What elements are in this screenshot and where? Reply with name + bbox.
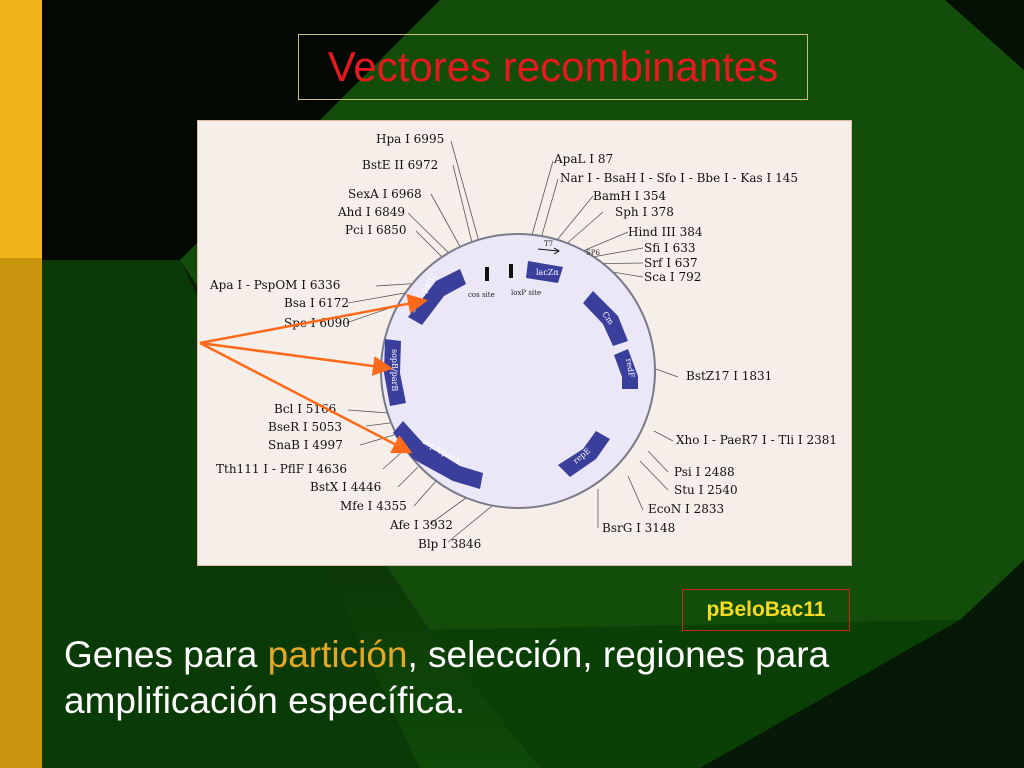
left-restriction-labels: Hpa I 6995 BstE II 6972 SexA I 6968 Ahd … [209, 132, 481, 551]
title-box: Vectores recombinantes [298, 34, 808, 100]
body-text-part: amplificación específica. [64, 680, 466, 721]
gene-repe-block [558, 431, 610, 477]
site-label-left: SexA I 6968 [348, 187, 422, 201]
site-label-left: Blp I 3846 [418, 537, 481, 551]
site-label-right: ApaL I 87 [553, 152, 613, 166]
arrow-to-sopa [199, 341, 413, 454]
site-label-left: SnaB I 4997 [268, 438, 343, 452]
site-label-right: Psi I 2488 [674, 465, 735, 479]
site-label-right: Nar I - BsaH I - Sfo I - Bbe I - Kas I 1… [560, 171, 798, 185]
gene-label-lacz: lacZα [536, 268, 559, 277]
site-label-right: Hind III 384 [628, 225, 703, 239]
site-label-right: Sph I 378 [615, 205, 674, 219]
site-label-right: Srf I 637 [644, 256, 698, 270]
site-label-left: Pci I 6850 [345, 223, 407, 237]
gene-sopb-block [384, 339, 406, 406]
gene-label-sopb: sopB/parB [390, 349, 399, 391]
slide-title: Vectores recombinantes [327, 43, 779, 90]
site-label-left: Spe I 6090 [284, 316, 350, 330]
cos-site-label: cos site [468, 291, 495, 299]
figure-caption: pBeloBac11 [706, 598, 826, 621]
site-label-right: Xho I - PaeR7 I - Tli I 2381 [676, 433, 837, 447]
gene-cm-block [583, 291, 628, 346]
arrow-to-sopc [199, 293, 428, 345]
site-label-right: Stu I 2540 [674, 483, 738, 497]
plasmid-map-svg: lacZα Cm redF repE sopA/parA sopB/parB s… [199, 132, 837, 551]
body-text-part: , selección, regiones para [407, 634, 830, 675]
site-label-right: Sca I 792 [644, 270, 701, 284]
site-label-left: Tth111 I - PflF I 4636 [216, 462, 347, 476]
t7-label: T7 [544, 240, 553, 248]
body-text: Genes para partición, selección, regione… [64, 632, 964, 724]
site-label-right: Sfi I 633 [644, 241, 696, 255]
gene-redf-block [614, 349, 638, 389]
plasmid-circle [380, 233, 656, 509]
site-label-left: Hpa I 6995 [376, 132, 444, 146]
gene-lacZ-block [526, 261, 563, 283]
loxp-site-label: loxP site [511, 289, 541, 297]
gene-sopa-block [393, 421, 483, 489]
highlighted-word: partición [267, 634, 408, 675]
site-label-right: BsrG I 3148 [602, 521, 675, 535]
site-label-left: BseR I 5053 [268, 420, 342, 434]
caption-box: pBeloBac11 [682, 589, 850, 631]
site-label-right: EcoN I 2833 [648, 502, 724, 516]
site-label-left: Bsa I 6172 [284, 296, 349, 310]
site-label-right: BstZ17 I 1831 [686, 369, 772, 383]
sp6-label: SP6 [586, 249, 601, 257]
loxp-site-marker [509, 264, 513, 278]
gene-label-redf: redF [624, 358, 636, 379]
leader-lines [345, 140, 679, 543]
site-label-left: BstE II 6972 [362, 158, 438, 172]
partition-gene-arrows [199, 293, 428, 454]
site-label-left: Afe I 3932 [389, 518, 453, 532]
site-label-right: BamH I 354 [593, 189, 666, 203]
body-text-part: Genes para [64, 634, 268, 675]
cos-site-marker [485, 267, 489, 281]
site-label-left: Mfe I 4355 [340, 499, 407, 513]
site-label-left: BstX I 4446 [310, 480, 381, 494]
arrow-to-sopb [199, 341, 393, 376]
plasmid-map-figure: lacZα Cm redF repE sopA/parA sopB/parB s… [197, 120, 852, 566]
right-restriction-labels: ApaL I 87 Nar I - BsaH I - Sfo I - Bbe I… [553, 152, 837, 535]
site-label-left: Apa I - PspOM I 6336 [209, 278, 340, 292]
site-label-left: Ahd I 6849 [337, 205, 405, 219]
gene-blocks [384, 261, 638, 489]
